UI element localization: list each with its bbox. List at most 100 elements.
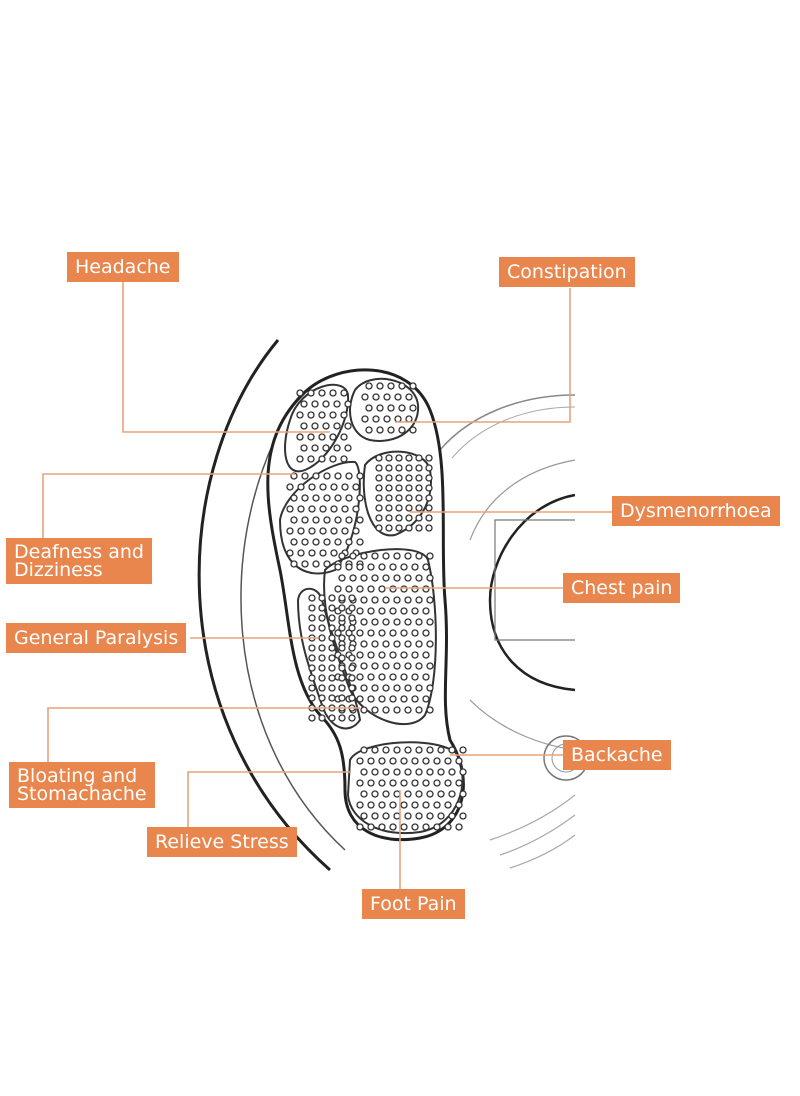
massage-node bbox=[308, 527, 316, 535]
massage-node bbox=[329, 411, 337, 419]
massage-node bbox=[444, 823, 452, 831]
leader-headache bbox=[122, 282, 330, 433]
forefoot-zone-right bbox=[362, 450, 432, 537]
massage-node bbox=[344, 400, 352, 408]
massage-node bbox=[405, 524, 413, 532]
massage-node bbox=[382, 790, 390, 798]
massage-node bbox=[356, 801, 364, 809]
label-backache: Backache bbox=[563, 740, 671, 770]
massage-node bbox=[330, 483, 338, 491]
label-dysmenorrhoea-text: Dysmenorrhoea bbox=[620, 500, 772, 522]
massage-node bbox=[286, 483, 294, 491]
massage-node bbox=[389, 695, 397, 703]
massage-node bbox=[367, 607, 375, 615]
massage-node bbox=[385, 484, 393, 492]
massage-node bbox=[382, 768, 390, 776]
massage-node bbox=[308, 664, 316, 672]
massage-node bbox=[411, 585, 419, 593]
massage-node bbox=[437, 812, 445, 820]
massage-node bbox=[400, 607, 408, 615]
massage-node bbox=[422, 823, 430, 831]
massage-node bbox=[297, 505, 305, 513]
massage-node bbox=[318, 684, 326, 692]
massage-node bbox=[395, 464, 403, 472]
massage-node bbox=[318, 634, 326, 642]
massage-node bbox=[328, 684, 336, 692]
massage-node bbox=[455, 801, 463, 809]
massage-node bbox=[404, 552, 412, 560]
massage-node bbox=[333, 422, 341, 430]
massage-node bbox=[389, 757, 397, 765]
device-outer-arc bbox=[197, 339, 331, 872]
massage-node bbox=[385, 474, 393, 482]
massage-node bbox=[345, 494, 353, 502]
massage-node bbox=[301, 560, 309, 568]
massage-node bbox=[333, 400, 341, 408]
massage-node bbox=[405, 454, 413, 462]
massage-node bbox=[352, 505, 360, 513]
massage-node bbox=[301, 472, 309, 480]
massage-node bbox=[348, 604, 356, 612]
massage-node bbox=[378, 629, 386, 637]
massage-node bbox=[360, 640, 368, 648]
massage-node bbox=[400, 779, 408, 787]
massage-node bbox=[375, 474, 383, 482]
massage-node bbox=[345, 516, 353, 524]
massage-node bbox=[378, 757, 386, 765]
massage-node bbox=[389, 651, 397, 659]
massage-node bbox=[312, 472, 320, 480]
massage-node bbox=[300, 422, 308, 430]
massage-node bbox=[311, 400, 319, 408]
massage-node bbox=[296, 433, 304, 441]
massage-node bbox=[319, 549, 327, 557]
massage-node bbox=[318, 624, 326, 632]
label-bloating-stomachache: Bloating and Stomachache bbox=[9, 762, 155, 808]
massage-node bbox=[411, 801, 419, 809]
massage-node bbox=[308, 594, 316, 602]
massage-node bbox=[425, 494, 433, 502]
massage-node bbox=[404, 662, 412, 670]
massage-node bbox=[393, 662, 401, 670]
massage-node bbox=[382, 812, 390, 820]
massage-node bbox=[356, 695, 364, 703]
leader-bloating bbox=[47, 707, 360, 764]
massage-node bbox=[378, 673, 386, 681]
massage-node bbox=[371, 684, 379, 692]
massage-node bbox=[382, 618, 390, 626]
massage-node bbox=[348, 644, 356, 652]
massage-node bbox=[415, 640, 423, 648]
massage-node bbox=[356, 472, 364, 480]
massage-node bbox=[307, 411, 315, 419]
massage-node bbox=[411, 823, 419, 831]
massage-node bbox=[338, 604, 346, 612]
massage-node bbox=[415, 618, 423, 626]
massage-node bbox=[308, 483, 316, 491]
massage-node bbox=[328, 664, 336, 672]
massage-node bbox=[375, 484, 383, 492]
massage-node bbox=[308, 614, 316, 622]
massage-node bbox=[415, 768, 423, 776]
leader-lines bbox=[42, 282, 612, 893]
massage-node bbox=[398, 404, 406, 412]
massage-node bbox=[405, 494, 413, 502]
massage-node bbox=[290, 538, 298, 546]
massage-node bbox=[411, 607, 419, 615]
massage-node bbox=[411, 629, 419, 637]
massage-node bbox=[393, 790, 401, 798]
massage-node bbox=[360, 684, 368, 692]
massage-node bbox=[300, 444, 308, 452]
massage-node bbox=[415, 552, 423, 560]
massage-node bbox=[395, 484, 403, 492]
massage-node bbox=[312, 538, 320, 546]
massage-node bbox=[356, 563, 364, 571]
massage-node bbox=[360, 662, 368, 670]
massage-node bbox=[308, 505, 316, 513]
massage-node bbox=[328, 594, 336, 602]
massage-node bbox=[387, 404, 395, 412]
massage-node bbox=[405, 514, 413, 522]
massage-node bbox=[334, 516, 342, 524]
massage-node bbox=[378, 823, 386, 831]
device-vent-2 bbox=[499, 814, 576, 856]
massage-node bbox=[387, 382, 395, 390]
